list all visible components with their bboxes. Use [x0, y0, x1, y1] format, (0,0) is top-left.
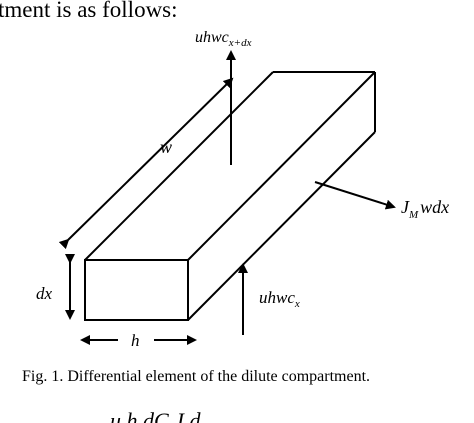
top-edge-left	[84, 71, 274, 261]
bottom-flux-label: uhwcx	[259, 288, 300, 310]
top-edge-right	[187, 71, 376, 261]
equation-fragment: u h dC J d	[110, 408, 201, 423]
h-label: h	[131, 331, 140, 350]
intro-text: tment is as follows:	[0, 0, 178, 22]
bottom-right-edge	[187, 131, 376, 321]
w-dimension-arrow	[58, 77, 234, 250]
side-flux-arrow	[314, 181, 396, 210]
dx-label: dx	[36, 284, 53, 303]
front-face	[84, 259, 189, 321]
figure-caption: Fig. 1. Differential element of the dilu…	[22, 368, 371, 385]
w-label: w	[160, 137, 172, 157]
top-flux-label: uhwcx+dx	[195, 29, 252, 49]
